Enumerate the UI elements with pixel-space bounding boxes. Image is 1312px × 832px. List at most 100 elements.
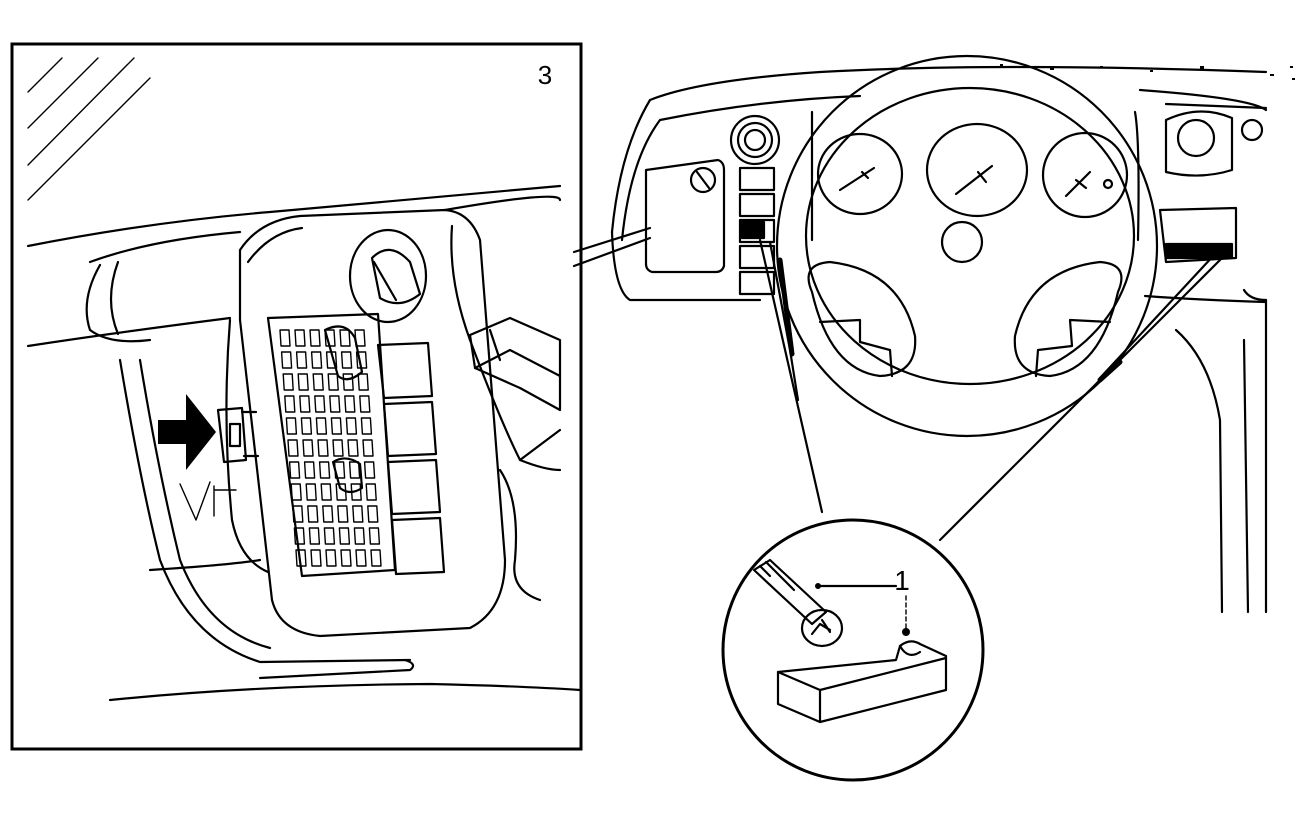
grille-slot <box>345 417 358 435</box>
panel-frame <box>10 42 583 751</box>
grille-slot <box>335 483 347 501</box>
grille-slot <box>367 505 379 523</box>
grille-slot <box>355 351 368 369</box>
grille-slot <box>325 549 337 567</box>
grille-slot <box>368 527 381 545</box>
grille-slot <box>342 373 354 391</box>
scan-specks <box>1000 64 1295 80</box>
gauge-cluster <box>810 110 1140 242</box>
grille-slot <box>340 351 353 369</box>
grille-slot <box>308 527 321 545</box>
detail-circle <box>721 518 985 782</box>
grille-slot <box>329 395 341 413</box>
windshield-hatching <box>27 57 151 201</box>
grille-slot <box>332 439 344 457</box>
grille-slot <box>285 417 298 435</box>
grille-slot <box>307 505 319 523</box>
grille-slot <box>302 439 314 457</box>
grille-slot <box>279 329 291 347</box>
grille-slot <box>370 549 382 567</box>
grille-slot <box>340 549 352 567</box>
grille-slot <box>355 549 367 567</box>
dash-outline <box>610 65 1268 614</box>
detail-leaders <box>758 238 1224 542</box>
grille-slot <box>290 483 302 501</box>
grille-slot <box>362 439 374 457</box>
grille-slot <box>294 329 306 347</box>
grille-slot <box>295 351 308 369</box>
tool-marking <box>179 481 237 521</box>
grille-slot <box>310 549 322 567</box>
push-arrow <box>158 394 216 470</box>
grille-slot <box>352 505 364 523</box>
bolt <box>752 558 844 648</box>
steering-rim-inner <box>804 86 1136 386</box>
grille-slot <box>344 395 356 413</box>
grille-slot <box>303 461 316 479</box>
grille-slot <box>365 483 377 501</box>
grille-slot <box>288 461 301 479</box>
steering-wheel <box>775 54 1159 438</box>
switch-column-left <box>738 166 776 296</box>
steering-hub <box>940 220 984 264</box>
grille-slot <box>348 461 361 479</box>
grille-slot <box>310 351 323 369</box>
grille-slot <box>350 483 362 501</box>
gauge-center <box>925 122 1029 218</box>
dashboard-outline <box>26 184 582 702</box>
storage-handle <box>468 316 562 412</box>
grille-slot <box>324 329 336 347</box>
grille-slot <box>293 527 306 545</box>
mounting-bracket <box>776 640 948 724</box>
grille-slot <box>327 373 339 391</box>
grille-slot <box>363 461 376 479</box>
grille-slot <box>314 395 326 413</box>
callout-1: 1 <box>815 565 910 636</box>
headlight-knob <box>348 228 428 324</box>
right-bracket-slot <box>1164 242 1234 260</box>
grille-slot <box>295 549 307 567</box>
grille-slot <box>330 417 343 435</box>
grille-slot <box>357 373 369 391</box>
grille-slot <box>339 329 351 347</box>
vent-grille <box>266 312 397 578</box>
grille-slot <box>337 505 349 523</box>
detail-inset: 1 <box>721 518 985 782</box>
grille-slot <box>299 395 311 413</box>
grille-slot <box>323 527 336 545</box>
left-bracket-slot <box>740 220 766 240</box>
gauge-right <box>1041 131 1129 219</box>
left-panel: 3 <box>10 42 583 751</box>
grille-slot <box>315 417 328 435</box>
gauge-left <box>816 132 904 216</box>
callout-label: 1 <box>894 565 910 596</box>
left-module <box>644 158 726 274</box>
grille-slot <box>309 329 321 347</box>
steering-rim-outer <box>775 54 1159 438</box>
grille-slot <box>353 527 366 545</box>
grille-slot <box>292 505 304 523</box>
grille-slot <box>318 461 331 479</box>
panel-number: 3 <box>538 60 552 90</box>
grille-slot <box>320 483 332 501</box>
grille-slot <box>359 395 371 413</box>
grille-slot <box>282 373 294 391</box>
round-vent-right <box>1158 110 1264 264</box>
dashboard-view <box>610 54 1295 614</box>
grille-slot <box>322 505 334 523</box>
grille-slot <box>360 417 373 435</box>
round-vent-left <box>729 114 781 166</box>
grille-slot <box>305 483 317 501</box>
grille-slot <box>297 373 309 391</box>
grille-slot <box>317 439 329 457</box>
grille-slot <box>287 439 299 457</box>
side-panel <box>225 195 562 638</box>
grille-slot <box>347 439 359 457</box>
clip-latch <box>216 406 260 464</box>
grille-slot <box>280 351 293 369</box>
switch-stack <box>376 341 446 576</box>
grille-slot <box>338 527 351 545</box>
grille-slot <box>312 373 324 391</box>
grille-slot <box>284 395 296 413</box>
